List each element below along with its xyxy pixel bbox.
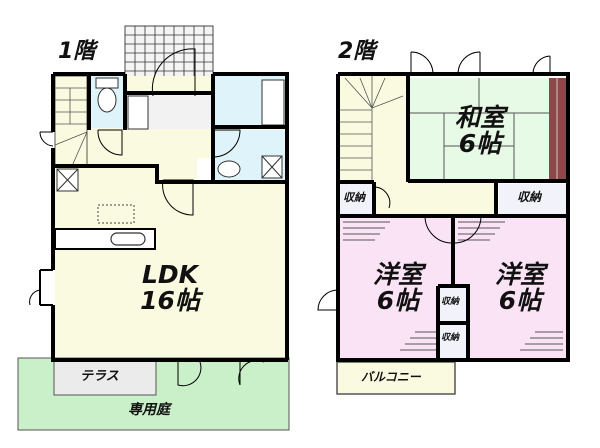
- room-yoshitsu-left: 洋室 6帖: [358, 260, 438, 316]
- room-yoshitsu-left-size: 6帖: [376, 286, 420, 316]
- room-yoshitsu-right-size: 6帖: [498, 286, 542, 316]
- balcony-label: バルコニー: [361, 370, 421, 384]
- room-ldk-size: 16帖: [140, 286, 200, 316]
- room-ldk: LDK 16帖: [110, 260, 230, 316]
- room-yoshitsu-right-name: 洋室: [494, 260, 545, 289]
- room-washitsu-size: 6帖: [458, 129, 502, 159]
- terrace-area: [53, 357, 157, 396]
- terrace-label: テラス: [80, 369, 119, 384]
- floor-2-title: 2階: [338, 39, 376, 64]
- room-washitsu-name: 和室: [454, 103, 505, 132]
- storage-mid-top-label: 収納: [441, 297, 460, 307]
- room-yoshitsu-right: 洋室 6帖: [480, 260, 560, 316]
- room-ldk-name: LDK: [141, 260, 199, 289]
- garden-label: 専用庭: [128, 402, 170, 418]
- room-yoshitsu-left-name: 洋室: [372, 260, 423, 289]
- storage-mid-bottom-label: 収納: [441, 333, 460, 343]
- room-washitsu: 和室 6帖: [430, 103, 530, 159]
- storage-right-label: 収納: [517, 190, 542, 204]
- floor-1-title: 1階: [58, 39, 96, 64]
- storage-stair-label: 収納: [343, 191, 365, 204]
